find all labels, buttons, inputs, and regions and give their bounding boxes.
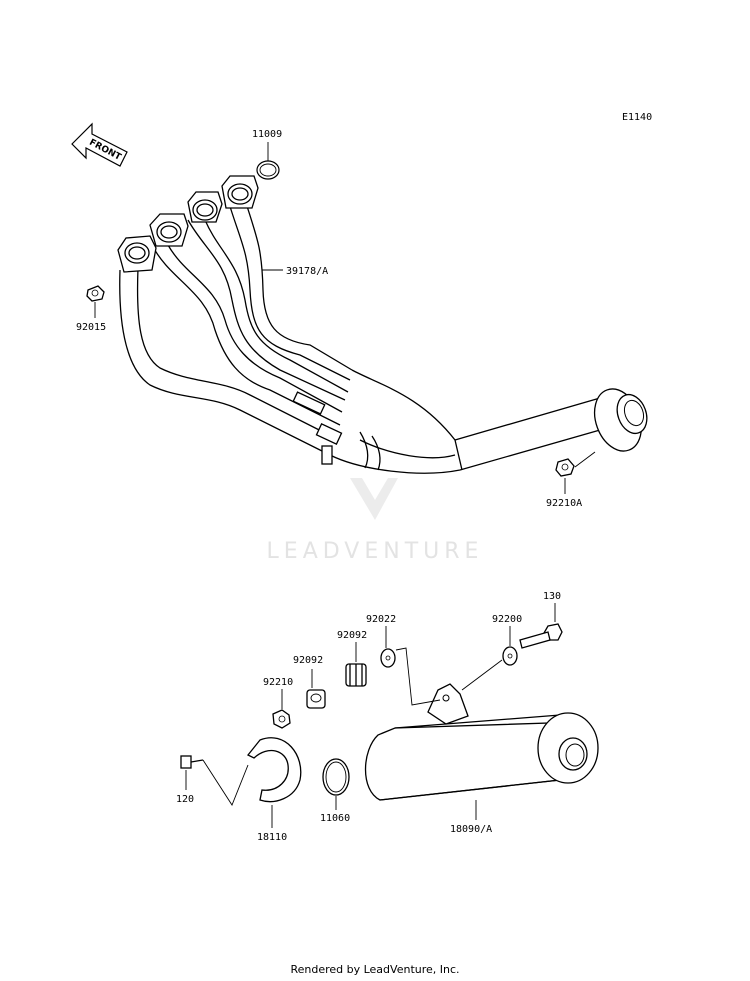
label-11060: 11060 <box>320 813 350 824</box>
gasket-11009[interactable]: 11009 <box>252 129 282 180</box>
label-group-39178a[interactable]: 39178/A <box>262 266 328 277</box>
muffler-18090a[interactable]: 18090/A <box>364 683 599 835</box>
label-92022: 92022 <box>366 614 396 625</box>
footer-credit: Rendered by LeadVenture, Inc. <box>290 963 459 976</box>
watermark-text: LEADVENTURE <box>267 539 484 564</box>
washer-92022[interactable]: 92022 <box>366 614 441 706</box>
label-18090a: 18090/A <box>450 824 492 835</box>
label-18110: 18110 <box>257 832 287 843</box>
watermark: LEADVENTURE <box>267 478 484 564</box>
nut-92015[interactable]: 92015 <box>76 285 106 333</box>
washer-92200[interactable]: 92200 <box>461 614 522 691</box>
cover-18110[interactable]: 18110 <box>246 737 302 843</box>
gasket-11060[interactable]: 11060 <box>320 758 350 824</box>
label-39178a: 39178/A <box>286 266 328 277</box>
nut-92210[interactable]: 92210 <box>263 677 293 729</box>
label-130: 130 <box>543 591 561 602</box>
diagram-code: E1140 <box>622 112 652 123</box>
label-92210a: 92210A <box>546 498 582 509</box>
bolt-120[interactable]: 120 <box>176 755 249 806</box>
label-92210: 92210 <box>263 677 293 688</box>
damper-92092-upper[interactable]: 92092 <box>337 630 367 687</box>
label-11009: 11009 <box>252 129 282 140</box>
label-92092-lower: 92092 <box>293 655 323 666</box>
front-arrow-icon: FRONT <box>71 122 128 167</box>
exhaust-header-pipe[interactable] <box>117 175 652 474</box>
label-92092-upper: 92092 <box>337 630 367 641</box>
label-120: 120 <box>176 794 194 805</box>
label-92015: 92015 <box>76 322 106 333</box>
damper-92092-lower[interactable]: 92092 <box>293 655 326 709</box>
bolt-130[interactable]: 130 <box>519 591 563 649</box>
label-92200: 92200 <box>492 614 522 625</box>
nut-92210a[interactable]: 92210A <box>546 451 596 509</box>
